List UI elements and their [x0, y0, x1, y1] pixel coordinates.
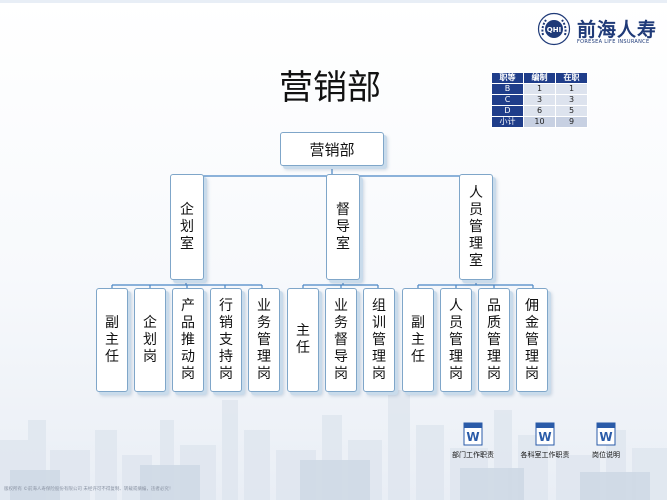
total-current: 9 [555, 116, 588, 128]
position-box: 副主任 [96, 288, 128, 392]
position-box: 副主任 [402, 288, 434, 392]
company-name-english: FORESEA LIFE INSURANCE [577, 39, 650, 45]
position-box: 业务管理岗 [248, 288, 280, 392]
doc-label: 各科室工作职责 [520, 451, 570, 459]
city-skyline-watermark [0, 390, 667, 500]
svg-text:W: W [466, 430, 479, 444]
position-box: 企划岗 [134, 288, 166, 392]
position-box: 组训管理岗 [363, 288, 395, 392]
laurel-emblem-icon: QHI [537, 12, 571, 46]
table-header-row: 职等 编制 在职 [491, 72, 588, 84]
logo-mark-text: QHI [547, 26, 561, 34]
doc-link-department-duties[interactable]: W 部门工作职责 [433, 422, 513, 460]
copyright-notice: 版权所有 ©前海人寿保险股份有限公司 未经许可不得复制、转载或摘编，违者必究！ [4, 487, 174, 492]
position-label: 佣金管理岗 [525, 297, 539, 382]
position-box: 主任 [287, 288, 319, 392]
doc-label: 岗位说明 [592, 451, 620, 459]
page-title: 营销部 [279, 68, 381, 108]
division-box-personnel: 人员管理室 [459, 174, 493, 280]
division-box-supervision: 督导室 [326, 174, 360, 280]
division-label: 企划室 [180, 201, 194, 252]
division-box-planning: 企划室 [170, 174, 204, 280]
svg-text:W: W [538, 430, 551, 444]
doc-label: 部门工作职责 [452, 451, 494, 459]
table-row: C 3 3 [491, 94, 588, 106]
staffing-table: 职等 编制 在职 B 1 1 C 3 3 D 6 5 小计 10 9 [491, 72, 588, 128]
doc-link-position-description[interactable]: W 岗位说明 [566, 422, 646, 460]
position-box: 业务督导岗 [325, 288, 357, 392]
word-doc-icon: W [596, 422, 616, 446]
position-label: 主任 [296, 323, 310, 356]
position-label: 副主任 [411, 314, 425, 365]
table-row: B 1 1 [491, 83, 588, 95]
position-label: 业务督导岗 [334, 297, 348, 382]
org-root-label: 营销部 [309, 140, 355, 159]
position-label: 产品推动岗 [181, 297, 195, 382]
table-total-row: 小计 10 9 [491, 116, 588, 128]
division-label: 督导室 [336, 201, 350, 252]
position-label: 企划岗 [143, 314, 157, 365]
division-label: 人员管理室 [469, 184, 483, 269]
position-label: 行销支持岗 [219, 297, 233, 382]
word-doc-icon: W [463, 422, 483, 446]
position-label: 副主任 [105, 314, 119, 365]
doc-link-office-duties[interactable]: W 各科室工作职责 [505, 422, 585, 460]
position-label: 品质管理岗 [487, 297, 501, 382]
company-name: 前海人寿 [577, 19, 658, 41]
position-box: 品质管理岗 [478, 288, 510, 392]
total-label: 小计 [491, 116, 524, 128]
position-box: 人员管理岗 [440, 288, 472, 392]
top-border [0, 0, 667, 3]
company-logo: QHI 前海人寿 FORESEA LIFE INSURANCE [537, 12, 657, 48]
position-box: 产品推动岗 [172, 288, 204, 392]
org-root-box: 营销部 [280, 132, 384, 166]
position-label: 业务管理岗 [257, 297, 271, 382]
position-box: 行销支持岗 [210, 288, 242, 392]
word-doc-icon: W [535, 422, 555, 446]
position-box: 佣金管理岗 [516, 288, 548, 392]
position-label: 人员管理岗 [449, 297, 463, 382]
svg-text:W: W [599, 430, 612, 444]
position-label: 组训管理岗 [372, 297, 386, 382]
